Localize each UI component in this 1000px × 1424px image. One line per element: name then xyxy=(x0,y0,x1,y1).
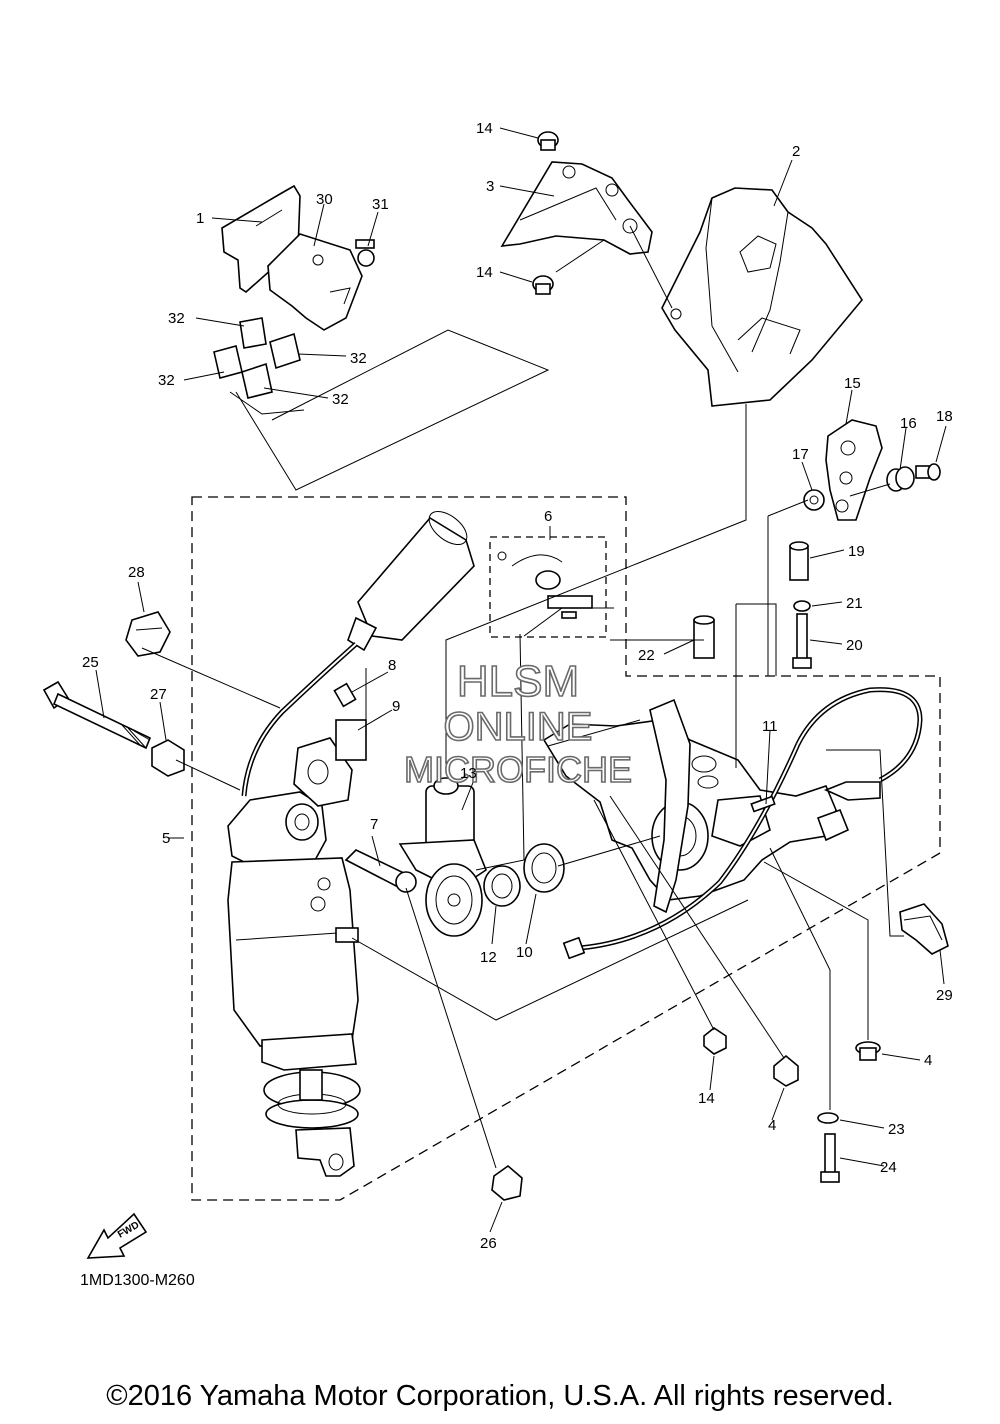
callout-1: 1 xyxy=(196,210,204,227)
assembly-boundary-lines xyxy=(191,496,941,1201)
callout-25: 25 xyxy=(82,654,99,671)
callout-28: 28 xyxy=(128,564,145,581)
part-bolt-31 xyxy=(355,239,375,267)
callout-23: 23 xyxy=(888,1121,905,1138)
callout-8: 8 xyxy=(388,657,396,674)
part-collar-22 xyxy=(693,615,715,659)
part-bolt-24 xyxy=(820,1133,840,1183)
part-bracket-1-30 xyxy=(221,184,375,331)
part-bolt-18 xyxy=(915,463,941,481)
part-bushing-17 xyxy=(803,489,825,511)
part-gear-12 xyxy=(483,865,521,907)
callout-27: 27 xyxy=(150,686,167,703)
part-bolt-4-right xyxy=(855,1041,881,1061)
callout-17: 17 xyxy=(792,446,809,463)
callout-22: 22 xyxy=(638,647,655,664)
part-bolt-4-lower xyxy=(773,1054,799,1087)
callout-11: 11 xyxy=(762,718,778,735)
part-collar-16 xyxy=(886,466,915,492)
watermark: HLSM ONLINE MICROFICHE xyxy=(403,656,633,791)
copyright-notice: ©2016 Yamaha Motor Corporation, U.S.A. A… xyxy=(106,1380,894,1412)
part-bolt-8 xyxy=(333,682,357,708)
callout-24: 24 xyxy=(880,1159,897,1176)
part-nut-26 xyxy=(491,1164,523,1201)
callout-19: 19 xyxy=(848,543,865,560)
callout-labels: 14 3 14 2 1 30 31 32 32 32 32 15 16 18 1… xyxy=(82,120,953,1252)
callout-6: 6 xyxy=(544,508,552,525)
part-motor-9 xyxy=(293,719,367,807)
part-collar-19 xyxy=(789,541,809,581)
watermark-line-1: HLSM xyxy=(457,657,579,706)
part-bolt-14-top xyxy=(532,131,559,295)
callout-4-right: 4 xyxy=(924,1052,932,1069)
callout-29: 29 xyxy=(936,987,953,1004)
part-actuator-13 xyxy=(398,777,487,937)
callout-18: 18 xyxy=(936,408,953,425)
part-bolt-25 xyxy=(42,680,152,750)
part-clip-28 xyxy=(125,611,171,657)
part-clip-29 xyxy=(899,903,949,955)
diagram-code: 1MD1300-M260 xyxy=(80,1272,195,1289)
watermark-line-3: MICROFICHE xyxy=(404,749,632,790)
watermark-line-2: ONLINE xyxy=(444,705,593,749)
part-shock-absorber-5 xyxy=(227,510,475,1177)
part-clips-32 xyxy=(213,317,305,415)
callout-32-c: 32 xyxy=(158,372,175,389)
part-washer-23 xyxy=(817,1112,839,1124)
fwd-arrow-icon xyxy=(86,1212,148,1259)
callout-32-d: 32 xyxy=(332,391,349,408)
callout-2: 2 xyxy=(792,143,800,160)
leader-lines xyxy=(141,225,904,1169)
part-collar-27 xyxy=(151,739,185,777)
part-seal-10 xyxy=(523,843,565,893)
callout-30: 30 xyxy=(316,191,333,208)
callout-31: 31 xyxy=(372,196,389,213)
callout-20: 20 xyxy=(846,637,863,654)
callout-21: 21 xyxy=(846,595,863,612)
part-bolt-14-bottom xyxy=(703,1027,727,1055)
leader-clips-to-shock xyxy=(235,329,550,491)
part-plate-15 xyxy=(825,419,883,521)
callout-5: 5 xyxy=(162,830,170,847)
part-main-body xyxy=(542,687,923,960)
part-washer-21 xyxy=(793,600,811,612)
part-pin-7 xyxy=(344,849,417,893)
callout-10: 10 xyxy=(516,944,533,961)
part-bolt-20 xyxy=(792,613,812,669)
callout-14-bottom: 14 xyxy=(698,1090,715,1107)
callout-13: 13 xyxy=(460,765,477,782)
callout-pointers xyxy=(95,127,947,1233)
part-bracket-3 xyxy=(500,161,653,255)
callout-9: 9 xyxy=(392,698,400,715)
callout-3: 3 xyxy=(486,178,494,195)
callout-12: 12 xyxy=(480,949,497,966)
callout-14-top: 14 xyxy=(476,120,493,137)
part-cover-2 xyxy=(661,187,863,407)
callout-32-b: 32 xyxy=(350,350,367,367)
callout-7: 7 xyxy=(370,816,378,833)
callout-15: 15 xyxy=(844,375,861,392)
callout-16: 16 xyxy=(900,415,917,432)
callout-32-a: 32 xyxy=(168,310,185,327)
callout-14-mid: 14 xyxy=(476,264,493,281)
callout-26: 26 xyxy=(480,1235,497,1252)
callout-4-lower: 4 xyxy=(768,1117,776,1134)
